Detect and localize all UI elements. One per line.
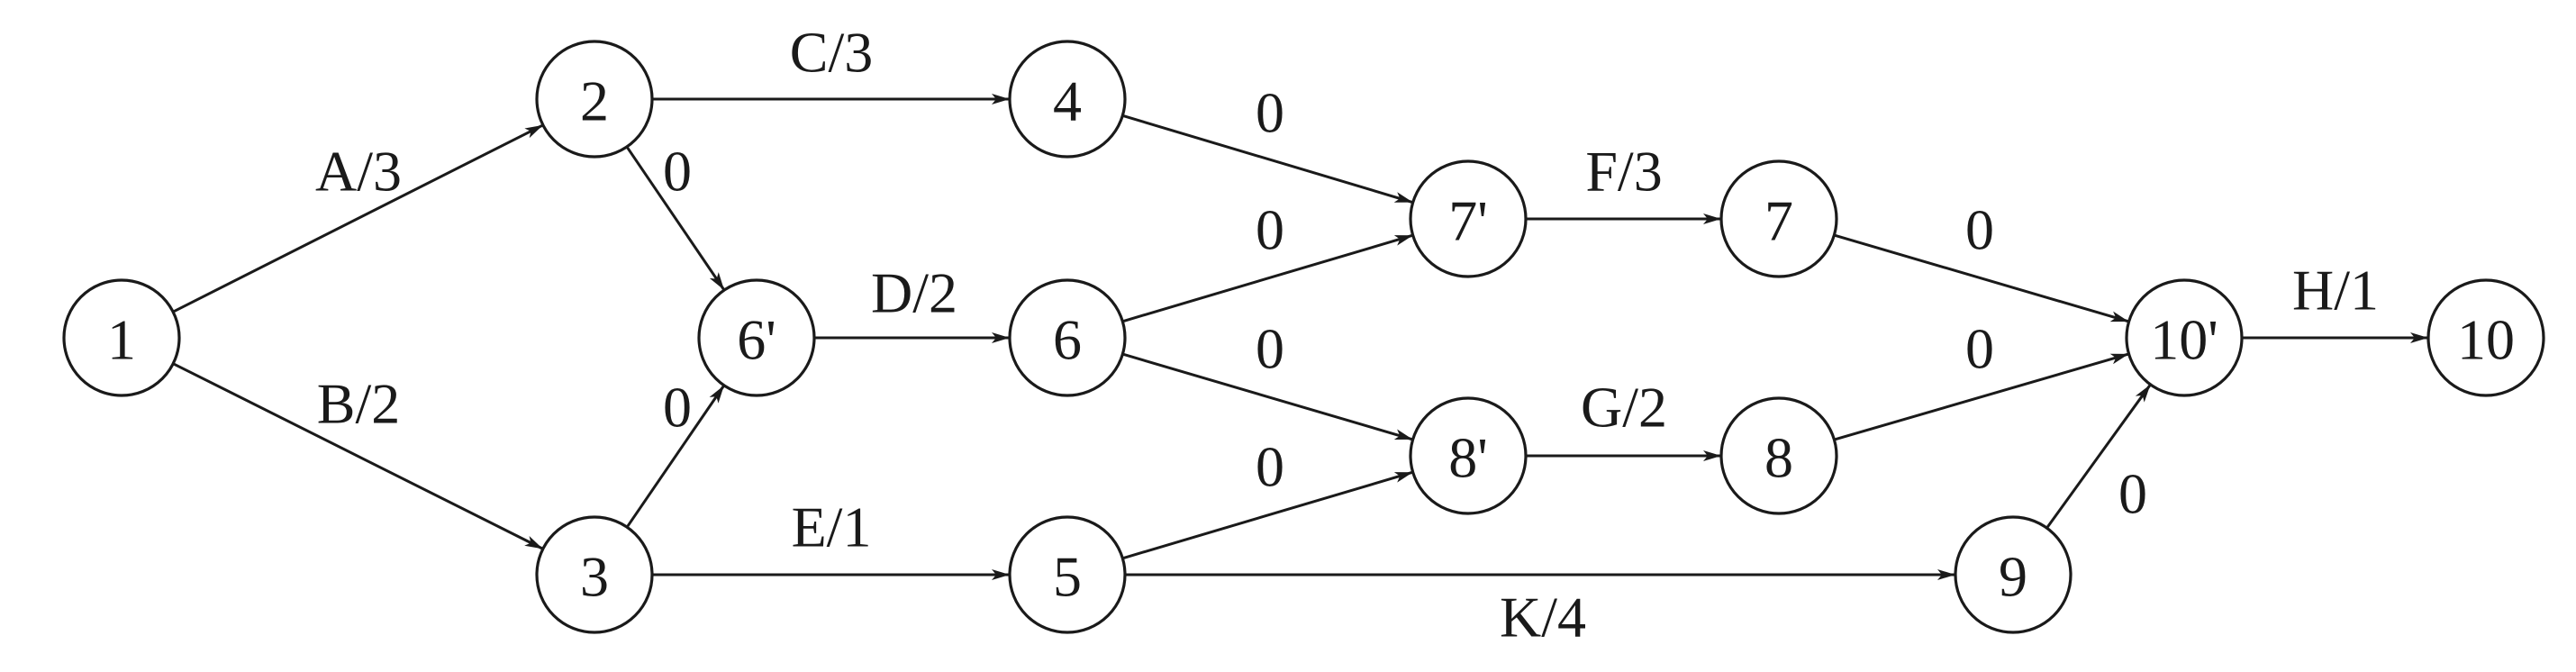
node-circle xyxy=(2426,278,2545,397)
edge-label-7p-7: F/3 xyxy=(1585,140,1662,204)
node-2: 2 xyxy=(535,40,654,159)
node-label: 10' xyxy=(2150,308,2218,372)
node-circle xyxy=(1719,396,1838,515)
node-circle xyxy=(1954,515,2073,634)
node-6: 6 xyxy=(1008,278,1127,397)
edge-2-6p xyxy=(625,146,725,291)
edge-1-3 xyxy=(172,362,543,550)
edge-label-8p-8: G/2 xyxy=(1581,376,1667,440)
edge-label-9-10p: 0 xyxy=(2118,462,2147,526)
node-6p: 6' xyxy=(697,278,816,397)
node-circle xyxy=(1409,159,1528,278)
node-circle xyxy=(2125,278,2244,397)
node-circle xyxy=(1409,396,1528,515)
node-10: 10 xyxy=(2426,278,2545,397)
edge-label-3-6p: 0 xyxy=(663,376,692,440)
edge-label-5-9: K/4 xyxy=(1500,586,1586,649)
node-circle xyxy=(1008,515,1127,634)
node-circle xyxy=(1008,278,1127,397)
node-label: 6' xyxy=(737,308,776,372)
node-circle xyxy=(697,278,816,397)
edge-label-1-2: A/3 xyxy=(315,140,402,204)
node-8p: 8' xyxy=(1409,396,1528,515)
nodes-layer: 1 2 3 6' 4 6 5 7' 8' 7 8 9 10' 10 xyxy=(62,40,2545,634)
node-1: 1 xyxy=(62,278,181,397)
node-label: 7' xyxy=(1448,189,1488,253)
edge-label-7-10p: 0 xyxy=(1965,198,1994,262)
edge-label-3-5: E/1 xyxy=(792,495,872,559)
node-label: 4 xyxy=(1053,69,1082,133)
node-circle xyxy=(1719,159,1838,278)
edge-label-2-4: C/3 xyxy=(790,21,873,85)
edge-label-8-10p: 0 xyxy=(1965,317,1994,381)
node-7: 7 xyxy=(1719,159,1838,278)
node-label: 8 xyxy=(1764,426,1793,490)
node-label: 5 xyxy=(1053,545,1082,609)
edge-5-8p xyxy=(1121,471,1413,560)
edge-label-5-8p: 0 xyxy=(1256,435,1284,499)
edge-label-6-8p: 0 xyxy=(1256,317,1284,381)
edge-1-2 xyxy=(172,123,543,313)
edge-label-6-7p: 0 xyxy=(1256,198,1284,262)
node-label: 7 xyxy=(1764,189,1793,253)
node-8: 8 xyxy=(1719,396,1838,515)
node-4: 4 xyxy=(1008,40,1127,159)
node-circle xyxy=(535,40,654,159)
node-circle xyxy=(62,278,181,397)
node-label: 9 xyxy=(1999,545,2027,609)
edge-label-4-7p: 0 xyxy=(1256,81,1284,145)
node-3: 3 xyxy=(535,515,654,634)
edge-label-10p-10: H/1 xyxy=(2292,259,2379,322)
edge-4-7p xyxy=(1121,114,1413,204)
node-7p: 7' xyxy=(1409,159,1528,278)
edge-3-6p xyxy=(625,385,725,529)
edge-8-10p xyxy=(1834,352,2129,441)
edge-6-8p xyxy=(1121,352,1413,441)
edge-6-7p xyxy=(1121,234,1413,323)
node-5: 5 xyxy=(1008,515,1127,634)
node-label: 2 xyxy=(580,69,609,133)
node-label: 10 xyxy=(2457,308,2515,372)
node-label: 8' xyxy=(1448,426,1488,490)
edge-9-10p xyxy=(2045,384,2152,530)
node-circle xyxy=(1008,40,1127,159)
node-10p: 10' xyxy=(2125,278,2244,397)
node-label: 1 xyxy=(107,308,136,372)
edge-label-2-6p: 0 xyxy=(663,140,692,204)
node-label: 3 xyxy=(580,545,609,609)
edge-7-10p xyxy=(1833,233,2129,323)
node-9: 9 xyxy=(1954,515,2073,634)
edge-label-6p-6: D/2 xyxy=(871,261,957,325)
node-circle xyxy=(535,515,654,634)
edge-label-1-3: B/2 xyxy=(317,372,400,436)
node-label: 6 xyxy=(1053,308,1082,372)
